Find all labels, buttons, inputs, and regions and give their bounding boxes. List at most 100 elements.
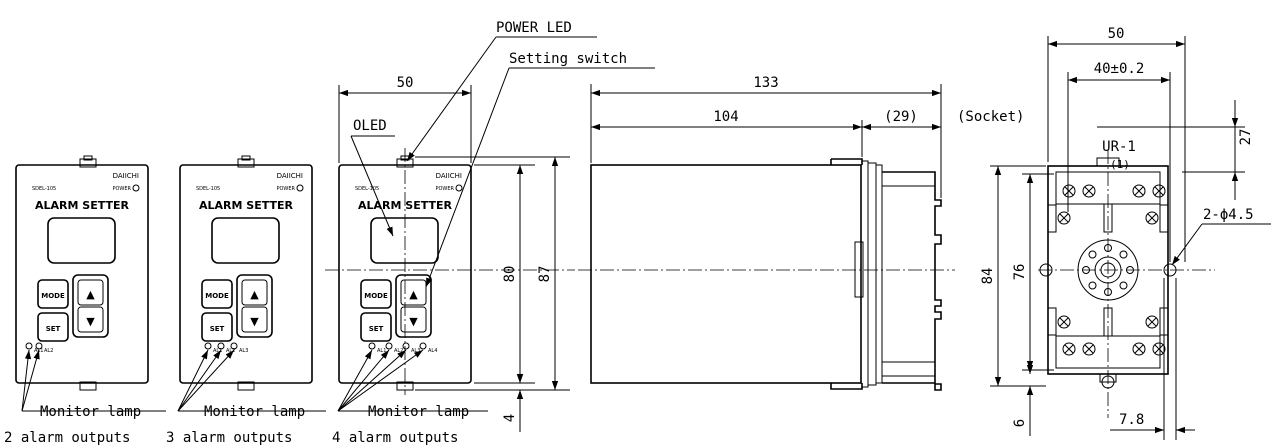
front-view-3-outputs: DAIICHI SDEL-105 POWER ALARM SETTER MODE… [179, 155, 313, 391]
dim-socket-6: 6 [1012, 419, 1028, 427]
set-button[interactable] [360, 312, 392, 342]
dim-socket-84: 84 [980, 268, 996, 285]
monitor-lamp-al1 [368, 342, 376, 350]
set-button-label: SET [46, 325, 61, 333]
al1-label: AL1 [377, 348, 386, 354]
title-label: ALARM SETTER [35, 199, 129, 212]
mode-button[interactable] [37, 279, 69, 309]
socket-dimensions: 50 40±0.2 UR-1 (1) 27 2-ϕ4.5 84 76 6 [980, 26, 1271, 440]
latch-tab [854, 241, 864, 298]
mode-button-label: MODE [41, 292, 65, 300]
model-label: SDEL-105 [32, 186, 56, 192]
oled-label: OLED [353, 118, 387, 134]
ur1-note: (1) [1110, 158, 1130, 171]
dim-height-80: 80 [502, 266, 518, 283]
mode-button[interactable] [360, 279, 392, 309]
down-button[interactable] [77, 306, 104, 333]
socket-view [1039, 150, 1177, 418]
dim-total-depth: 133 [753, 75, 778, 91]
model-label: SDEL-105 [196, 186, 220, 192]
monitor-lamp-al1 [25, 342, 33, 350]
callouts: POWER LED Setting switch OLED [350, 20, 655, 288]
dim-top-27: 27 [1238, 129, 1254, 146]
power-led [296, 184, 304, 192]
ur1-label: UR-1 [1102, 139, 1136, 155]
down-arrow-icon: ▼ [86, 315, 95, 328]
outputs-2-label: 2 alarm outputs [4, 430, 130, 446]
dim-body-depth: 104 [713, 109, 738, 125]
monitor-lamp-label-3: Monitor lamp [368, 404, 469, 420]
brand-logo: DAIICHI [436, 172, 462, 180]
updown-frame [236, 274, 273, 338]
monitor-lamp-al3 [230, 342, 238, 350]
side-view [590, 158, 942, 391]
al3-label: AL3 [239, 348, 248, 354]
set-button-label: SET [210, 325, 225, 333]
set-button[interactable] [201, 312, 233, 342]
down-arrow-icon: ▼ [409, 315, 418, 328]
power-label: POWER [276, 186, 295, 192]
mounting-hole-right [1163, 263, 1177, 277]
hole-label: 2-ϕ4.5 [1203, 207, 1254, 223]
down-button[interactable] [400, 306, 427, 333]
monitor-lamp-label-1: Monitor lamp [40, 404, 141, 420]
dim-socket-depth: (29) [884, 109, 918, 125]
oled-display [47, 217, 116, 264]
up-arrow-icon: ▲ [250, 288, 259, 301]
up-button[interactable] [77, 279, 104, 306]
monitor-lamp-al2 [217, 342, 225, 350]
updown-frame [72, 274, 109, 338]
dim-socket-78: 7.8 [1119, 412, 1144, 428]
power-led-label: POWER LED [496, 20, 572, 36]
monitor-lamp-al2 [385, 342, 393, 350]
up-button[interactable] [241, 279, 268, 306]
monitor-lamp-callouts: Monitor lamp Monitor lamp Monitor lamp 2… [4, 349, 488, 446]
monitor-lamp-al3 [402, 342, 410, 350]
front-view-2-outputs: DAIICHI SDEL-105 POWER ALARM SETTER MODE… [15, 155, 149, 391]
side-dimensions: 133 104 (29) [590, 75, 942, 198]
unit-case [15, 164, 149, 384]
side-body [590, 164, 862, 384]
oled-display [370, 217, 439, 264]
dim-height-87: 87 [537, 266, 553, 283]
setting-switch-label: Setting switch [509, 51, 627, 67]
power-led [132, 184, 140, 192]
power-label: POWER [435, 186, 454, 192]
outputs-3-label: 3 alarm outputs [166, 430, 292, 446]
up-arrow-icon: ▲ [86, 288, 95, 301]
up-arrow-icon: ▲ [409, 288, 418, 301]
updown-frame [395, 274, 432, 338]
oled-display [211, 217, 280, 264]
monitor-lamp-al4 [419, 342, 427, 350]
monitor-lamp-al1 [204, 342, 212, 350]
al4-label: AL4 [428, 348, 437, 354]
dim-socket-width: 50 [1108, 26, 1125, 42]
monitor-lamp-al2 [35, 342, 43, 350]
socket-side-profile [882, 171, 942, 391]
dim-bottom-4: 4 [502, 414, 518, 422]
outputs-4-label: 4 alarm outputs [332, 430, 458, 446]
front-view-4-outputs: DAIICHI SDEL-105 POWER ALARM SETTER MODE… [338, 148, 472, 395]
power-label: POWER [112, 186, 131, 192]
up-button[interactable] [400, 279, 427, 306]
mode-button[interactable] [201, 279, 233, 309]
unit-case [179, 164, 313, 384]
dim-socket-76: 76 [1012, 264, 1028, 281]
title-label: ALARM SETTER [199, 199, 293, 212]
down-button[interactable] [241, 306, 268, 333]
brand-logo: DAIICHI [113, 172, 139, 180]
al2-label: AL2 [44, 348, 53, 354]
mounting-hole-left [1039, 263, 1053, 277]
dim-hole-pitch: 40±0.2 [1094, 61, 1145, 77]
mode-button-label: MODE [205, 292, 229, 300]
set-button-label: SET [369, 325, 384, 333]
power-led [455, 184, 463, 192]
front-dimensions: 50 80 87 4 [338, 75, 570, 432]
dim-front-width: 50 [397, 75, 414, 91]
down-arrow-icon: ▼ [250, 315, 259, 328]
monitor-lamp-label-2: Monitor lamp [204, 404, 305, 420]
set-button[interactable] [37, 312, 69, 342]
model-label: SDEL-105 [355, 186, 379, 192]
socket-label: (Socket) [957, 109, 1024, 125]
